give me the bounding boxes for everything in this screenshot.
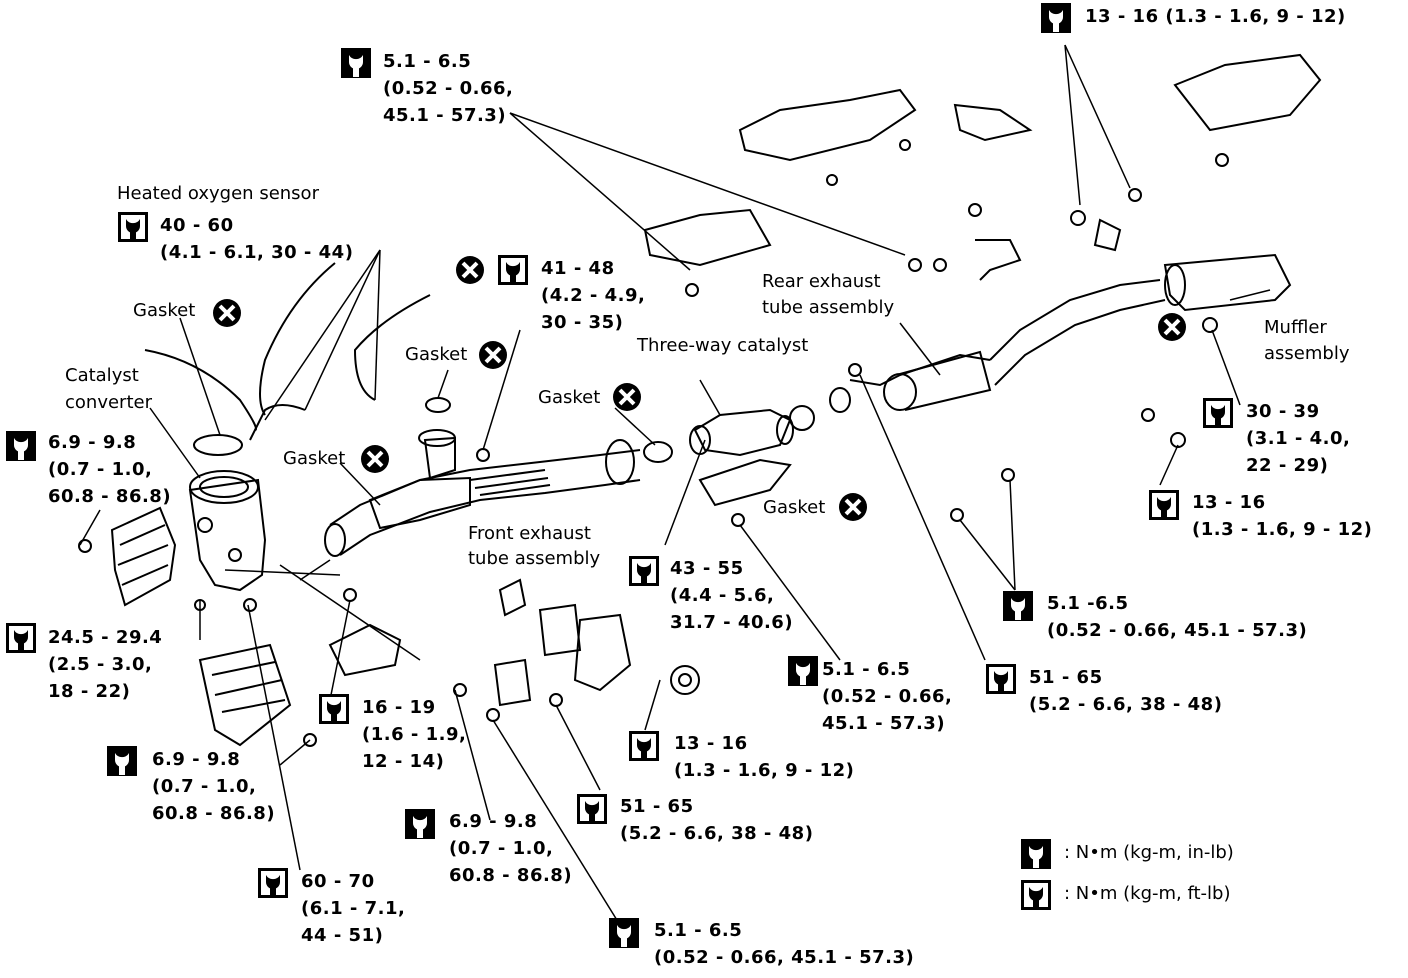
three-way-catalyst (693, 408, 792, 457)
torque-wrench-ftlb-icon (986, 664, 1016, 694)
legend-ft-lb-text: : N•m (kg-m, ft-lb) (1064, 883, 1231, 904)
torque-30-39: 30 - 39 (3.1 - 4.0, 22 - 29) (1246, 401, 1351, 476)
torque-41-48: 41 - 48 (4.2 - 4.9, 30 - 35) (541, 258, 646, 333)
do-not-reuse-icon (479, 341, 507, 369)
torque-wrench-icon (1041, 3, 1071, 33)
torque-wrench-ftlb-icon (629, 731, 659, 761)
torque-43-55: 43 - 55 (4.4 - 5.6, 31.7 - 40.6) (670, 558, 794, 633)
label-gasket-2: Gasket (405, 344, 468, 365)
legend-in-lb-icon (1021, 839, 1051, 869)
legend-ft-lb-icon (1021, 880, 1051, 910)
label-three-way-catalyst: Three-way catalyst (637, 335, 809, 356)
torque-13-16-right: 13 - 16 (1.3 - 1.6, 9 - 12) (1192, 492, 1373, 540)
torque-wrench-ftlb-icon (498, 255, 528, 285)
torque-wrench-icon (788, 656, 818, 686)
legend-in-lb-text: : N•m (kg-m, in-lb) (1064, 842, 1234, 863)
oxygen-sensor-wire-1 (144, 349, 257, 431)
torque-wrench-ftlb-icon (1149, 490, 1179, 520)
torque-13-16-top-right: 13 - 16 (1.3 - 1.6, 9 - 12) (1085, 6, 1346, 27)
torque-wrench-icon (609, 918, 639, 948)
do-not-reuse-icon (839, 493, 867, 521)
oxygen-sensor-wire-2 (259, 262, 336, 416)
torque-13-16-mid: 13 - 16 (1.3 - 1.6, 9 - 12) (674, 733, 855, 781)
heat-shield-lower (198, 643, 292, 747)
do-not-reuse-icon (456, 256, 484, 284)
muffler-body (1163, 253, 1292, 312)
label-gasket-3: Gasket (283, 448, 346, 469)
label-front-exhaust-line2: tube assembly (468, 548, 601, 569)
torque-wrench-icon (107, 746, 137, 776)
torque-5-1-6-5-right: 5.1 -6.5 (0.52 - 0.66, 45.1 - 57.3) (1047, 593, 1308, 641)
label-rear-exhaust-line1: Rear exhaust (762, 271, 881, 292)
torque-wrench-ftlb-icon (258, 868, 288, 898)
heat-shield-left (110, 506, 177, 607)
torque-wrench-ftlb-icon (6, 623, 36, 653)
torque-16-19: 16 - 19 (1.6 - 1.9, 12 - 14) (362, 697, 467, 772)
do-not-reuse-icon (1158, 313, 1186, 341)
catalyst-converter-body (188, 478, 267, 592)
label-heated-oxygen-sensor: Heated oxygen sensor (117, 183, 319, 204)
do-not-reuse-icon (613, 383, 641, 411)
torque-5-1-6-5-bottom: 5.1 - 6.5 (0.52 - 0.66, 45.1 - 57.3) (654, 920, 915, 968)
torque-wrench-ftlb-icon (629, 556, 659, 586)
leader-lines (79, 44, 1271, 926)
torque-5-1-6-5-center: 5.1 - 6.5 (0.52 - 0.66, 45.1 - 57.3) (822, 659, 953, 734)
label-rear-exhaust-line2: tube assembly (762, 297, 895, 318)
front-tube-top (329, 449, 641, 526)
torque-5-1-6-5-top: 5.1 - 6.5 (0.52 - 0.66, 45.1 - 57.3) (383, 51, 514, 126)
do-not-reuse-icon (361, 445, 389, 473)
catalyst-converter-flange (189, 470, 259, 504)
label-muffler-line2: assembly (1264, 343, 1350, 364)
label-catalyst-converter-line1: Catalyst (65, 365, 139, 386)
label-gasket-4: Gasket (538, 387, 601, 408)
torque-51-65-right: 51 - 65 (5.2 - 6.6, 38 - 48) (1029, 667, 1223, 715)
torque-6-9-9-8-left: 6.9 - 9.8 (0.7 - 1.0, 60.8 - 86.8) (48, 432, 172, 507)
torque-wrench-ftlb-icon (319, 694, 349, 724)
front-tube-bottom (339, 479, 641, 556)
label-catalyst-converter-line2: converter (65, 392, 152, 413)
torque-wrench-ftlb-icon (577, 794, 607, 824)
torque-wrench-ftlb-icon (118, 212, 148, 242)
torque-wrench-icon (341, 48, 371, 78)
torque-wrench-icon (1003, 591, 1033, 621)
gasket-ring-small (425, 397, 451, 413)
label-front-exhaust-line1: Front exhaust (468, 523, 591, 544)
gasket-ring-converter (193, 434, 243, 456)
torque-24-5-29-4: 24.5 - 29.4 (2.5 - 3.0, 18 - 22) (48, 627, 163, 702)
front-tube-flange (605, 439, 635, 485)
torque-wrench-icon (405, 809, 435, 839)
label-muffler-line1: Muffler (1264, 317, 1327, 338)
oxygen-sensor-wire-3 (353, 294, 431, 401)
torque-60-70: 60 - 70 (6.1 - 7.1, 44 - 51) (301, 871, 406, 946)
torque-6-9-9-8-second: 6.9 - 9.8 (0.7 - 1.0, 60.8 - 86.8) (152, 749, 276, 824)
torque-wrench-ftlb-icon (1203, 398, 1233, 428)
label-gasket-5: Gasket (763, 497, 826, 518)
torque-40-60-oxygen-sensor: 40 - 60 (4.1 - 6.1, 30 - 44) (160, 215, 354, 263)
torque-51-65-mid: 51 - 65 (5.2 - 6.6, 38 - 48) (620, 796, 814, 844)
label-gasket-1: Gasket (133, 300, 196, 321)
do-not-reuse-icon (213, 299, 241, 327)
torque-wrench-icon (6, 431, 36, 461)
torque-6-9-9-8-third: 6.9 - 9.8 (0.7 - 1.0, 60.8 - 86.8) (449, 811, 573, 886)
